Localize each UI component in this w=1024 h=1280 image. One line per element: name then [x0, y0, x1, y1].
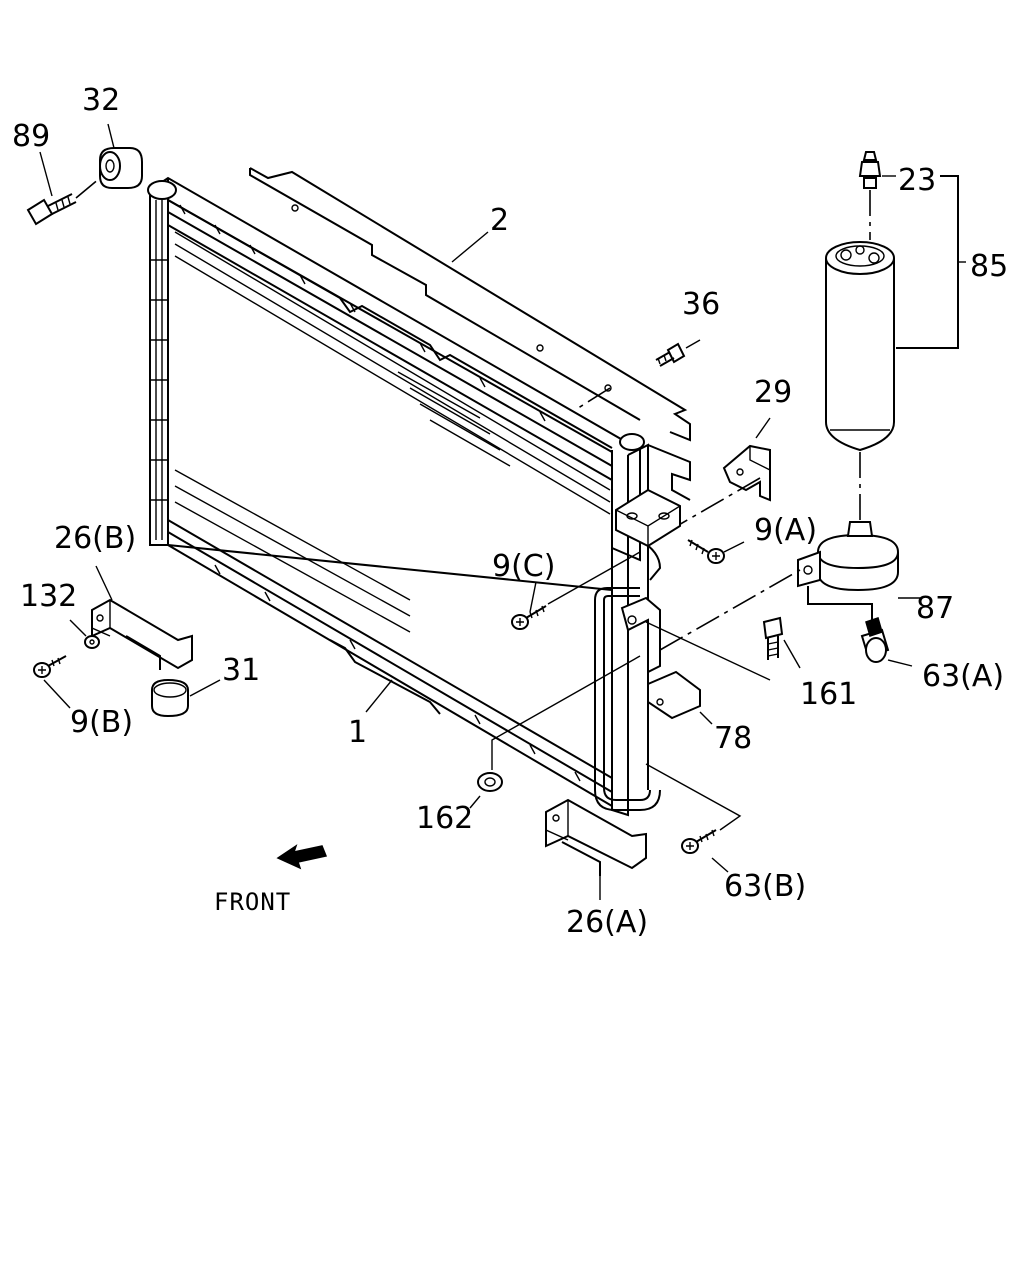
screw-9a: [687, 539, 725, 564]
grommet-162: [477, 772, 503, 792]
label-p9c: 9(C): [492, 549, 555, 584]
label-p132: 132: [20, 579, 77, 614]
label-p26a: 26(A): [566, 905, 648, 940]
rubber-mount-32: [99, 147, 143, 189]
label-p2: 2: [490, 203, 509, 238]
front-arrow-icon: [276, 844, 328, 870]
clamp-band: [797, 521, 899, 622]
pipe-clamp: [620, 596, 661, 674]
sight-valve-23: [858, 151, 882, 189]
washer-132: [84, 635, 100, 649]
label-p31: 31: [222, 653, 260, 688]
fitting-block: [615, 488, 681, 548]
label-p32: 32: [82, 83, 120, 118]
bracket-26a: [545, 798, 647, 876]
label-p1: 1: [348, 715, 367, 750]
receiver-drier: [825, 241, 895, 452]
label-p63a: 63(A): [922, 659, 1004, 694]
bracket-78: [647, 670, 701, 720]
front-label: FRONT: [214, 888, 291, 916]
rubber-mount-31: [151, 678, 189, 718]
screw-63b: [681, 829, 717, 854]
label-p9b: 9(B): [70, 705, 133, 740]
label-p23: 23: [898, 163, 936, 198]
bolt-36: [655, 342, 686, 367]
label-p29: 29: [754, 375, 792, 410]
label-p87: 87: [916, 591, 954, 626]
condenser-core: [147, 176, 641, 807]
label-p85: 85: [970, 249, 1008, 284]
label-p9a: 9(A): [754, 513, 817, 548]
label-p89: 89: [12, 119, 50, 154]
right-tank: [594, 433, 691, 817]
screw-9c: [511, 605, 547, 630]
label-p162: 162: [416, 801, 473, 836]
label-p26b: 26(B): [54, 521, 136, 556]
bolt-63a: [860, 617, 890, 663]
label-p161: 161: [800, 677, 857, 712]
screw-9b: [33, 655, 67, 678]
bolt-161: [762, 616, 784, 660]
bracket-29: [722, 444, 771, 502]
label-p63b: 63(B): [724, 869, 806, 904]
bolt-89: [26, 193, 77, 226]
bracket-26b: [91, 598, 193, 670]
label-p36: 36: [682, 287, 720, 322]
label-p78: 78: [714, 721, 752, 756]
upper-bracket: [249, 167, 691, 442]
